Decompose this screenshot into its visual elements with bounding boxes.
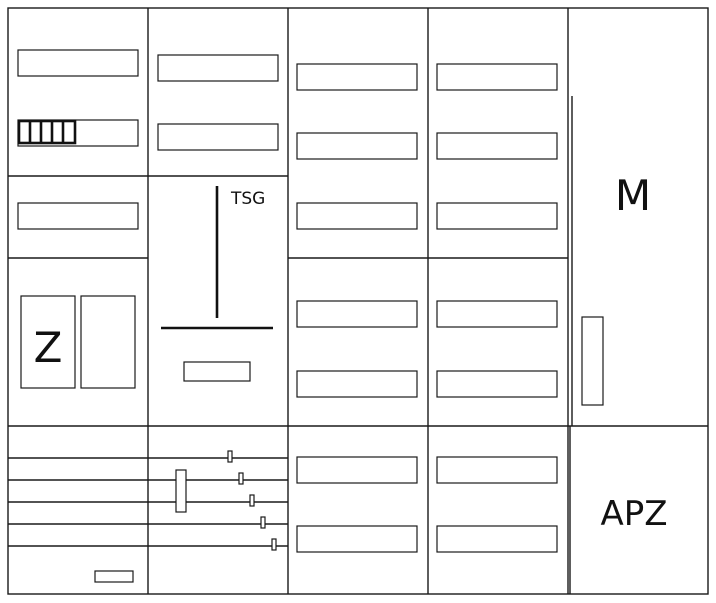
din-rail-slot [436,132,558,160]
measuring-slot [581,316,604,406]
cabinet-frame [7,7,709,595]
column-1: Z [8,49,288,583]
row-dividers [8,175,708,594]
label-plate [183,361,251,382]
din-rail-slot [436,370,558,398]
din-rail-slot [436,456,558,484]
din-rail-slot [157,54,279,82]
din-rail-slot [436,300,558,328]
din-rail-slot [436,63,558,91]
column-2: TSG [157,54,279,551]
measuring-field-label: M [615,171,651,220]
din-rail-slot [17,202,139,230]
din-rail-slot [17,49,139,77]
din-rail-slot [296,525,418,553]
din-rail-slot [296,300,418,328]
din-rail-slot [436,202,558,230]
din-rail-slot [436,525,558,553]
meter-place-reserve [80,295,136,389]
din-rail-slot [157,123,279,151]
busbar-clamps [175,450,277,551]
terminal-block [17,119,77,145]
apz-label: APZ [600,494,667,534]
busbar-label-plate [94,570,134,583]
column-5: M APZ [571,96,668,534]
din-rail-slot [296,132,418,160]
meter-place [20,295,76,389]
din-rail-slot [296,202,418,230]
din-rail-slot [296,370,418,398]
column-dividers [147,8,569,594]
tsg-label: TSG [230,189,265,209]
din-rail-slot [17,119,139,147]
column-4 [436,63,558,553]
meter-label: Z [34,323,63,372]
column-3 [296,63,418,553]
din-rail-slot [296,63,418,91]
din-rail-slot [296,456,418,484]
